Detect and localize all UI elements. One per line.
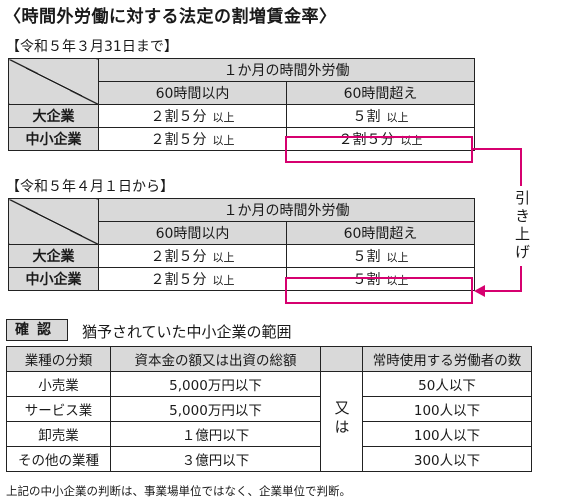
- table-row: 卸売業 １億円以下 100人以下: [6, 421, 532, 447]
- rate-cell: ２割５分以上: [98, 244, 287, 268]
- workers-cell: 300人以下: [362, 446, 532, 472]
- industry-cell: その他の業種: [6, 446, 111, 472]
- arrow-left-icon: [474, 285, 485, 297]
- col-header-within-60h: 60時間以内: [98, 221, 287, 245]
- col-header-over-60h: 60時間超え: [286, 81, 475, 105]
- industry-cell: 小売業: [6, 371, 111, 397]
- rate-cell: ５割以上: [286, 267, 475, 291]
- table-row: 大企業 ２割５分以上 ５割以上: [8, 244, 475, 268]
- group-header: １か月の時間外労働: [98, 58, 475, 82]
- capital-cell: １億円以下: [110, 421, 321, 447]
- header-industry: 業種の分類: [6, 346, 111, 372]
- workers-cell: 100人以下: [362, 421, 532, 447]
- capital-cell: 5,000万円以下: [110, 396, 321, 422]
- table-row: 中小企業 ２割５分以上 ５割以上: [8, 267, 475, 291]
- workers-cell: 50人以下: [362, 371, 532, 397]
- header-spacer: [320, 346, 363, 372]
- page-title: 〈時間外労働に対する法定の割増賃金率〉: [4, 7, 337, 27]
- raise-label: 引き上げ: [512, 186, 533, 266]
- table-row: サービス業 5,000万円以下 100人以下: [6, 396, 532, 422]
- header-capital: 資本金の額又は出資の総額: [110, 346, 321, 372]
- rate-table-before: １か月の時間外労働 60時間以内 60時間超え 大企業 ２割５分以上 ５割以上 …: [8, 58, 475, 151]
- sme-scope-table: 業種の分類 資本金の額又は出資の総額 常時使用する労働者の数 小売業 5,000…: [6, 346, 532, 472]
- period-label-after: 【令和５年４月１日から】: [6, 179, 174, 195]
- group-header: １か月の時間外労働: [98, 198, 475, 222]
- row-header-sme: 中小企業: [8, 267, 99, 291]
- col-header-within-60h: 60時間以内: [98, 81, 287, 105]
- confirm-heading: 猶予されていた中小企業の範囲: [82, 323, 292, 341]
- industry-cell: 卸売業: [6, 421, 111, 447]
- connector-bottom: [484, 290, 522, 292]
- table-row: その他の業種 ３億円以下 300人以下: [6, 446, 532, 472]
- row-header-large: 大企業: [8, 104, 99, 128]
- highlight-box-after: [285, 277, 473, 304]
- row-header-sme: 中小企業: [8, 127, 99, 151]
- industry-cell: サービス業: [6, 396, 111, 422]
- col-header-over-60h: 60時間超え: [286, 221, 475, 245]
- diagonal-corner-cell: [8, 198, 99, 245]
- rate-cell: ２割５分以上: [98, 104, 287, 128]
- confirm-badge: 確認: [6, 319, 68, 341]
- capital-cell: 5,000万円以下: [110, 371, 321, 397]
- rate-cell: ５割以上: [286, 244, 475, 268]
- or-cell: 又は: [320, 371, 363, 472]
- header-workers: 常時使用する労働者の数: [362, 346, 532, 372]
- workers-cell: 100人以下: [362, 396, 532, 422]
- period-label-before: 【令和５年３月31日まで】: [6, 39, 178, 55]
- capital-cell: ３億円以下: [110, 446, 321, 472]
- footnote: 上記の中小企業の判断は、事業場単位ではなく、企業単位で判断。: [6, 484, 351, 498]
- connector-top: [473, 148, 522, 150]
- row-header-large: 大企業: [8, 244, 99, 268]
- highlight-box-before: [285, 136, 473, 163]
- table-row: 大企業 ２割５分以上 ５割以上: [8, 104, 475, 128]
- rate-cell: ２割５分以上: [98, 267, 287, 291]
- rate-cell: ２割５分以上: [98, 127, 287, 151]
- diagonal-corner-cell: [8, 58, 99, 105]
- or-label: 又は: [332, 399, 351, 438]
- rate-cell: ５割以上: [286, 104, 475, 128]
- table-row: 小売業 5,000万円以下 又は 50人以下: [6, 371, 532, 472]
- rate-table-after: １か月の時間外労働 60時間以内 60時間超え 大企業 ２割５分以上 ５割以上 …: [8, 198, 475, 291]
